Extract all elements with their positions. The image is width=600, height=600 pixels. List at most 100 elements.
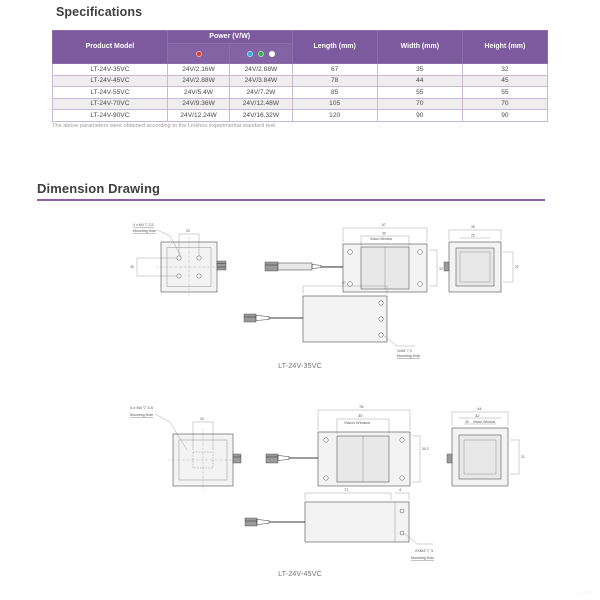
column-header-product-model: Product Model	[52, 30, 168, 64]
cell-width: 55	[376, 86, 463, 99]
column-header-height: Height (mm)	[461, 30, 549, 64]
front-view-35vc: 4 x M4 ▽ 3.5 Mounting Hole 25 35	[130, 223, 227, 297]
cell-width: 44	[376, 74, 463, 88]
column-header-led-tricolor	[229, 43, 293, 64]
end-view-45vc: 44 32 30 Vision Window 31	[446, 406, 525, 487]
watermark: LINK	[576, 591, 594, 597]
dim-side-length-45vc: 78	[359, 404, 364, 409]
dimension-drawing-45vc: 4 x M4 ▽ 3.5 Mounting Hole 25	[37, 392, 545, 588]
page-title-dimension-drawing: Dimension Drawing	[37, 181, 161, 196]
led-dot-blue	[246, 50, 253, 57]
side-view-35vc: 67 30 Vision Window 32	[342, 223, 443, 293]
section-divider	[37, 199, 545, 201]
cell-model: LT-24V-35VC	[52, 63, 168, 76]
cell-length: 120	[291, 109, 378, 122]
dim-side-length-35vc: 67	[382, 223, 386, 227]
label-mounting-spec-45vc: 4 x M4 ▽ 3.5	[130, 405, 154, 410]
dim-end-width-35vc: 35	[471, 225, 475, 229]
table-header-row-1: Product Model Power (V/W) Length (mm) Wi…	[52, 30, 549, 64]
label-mounting-hole-35vc: Mounting Hole	[133, 229, 156, 233]
front-view-45vc: 4 x M4 ▽ 3.5 Mounting Hole 25	[130, 405, 242, 491]
cell-height: 45	[461, 74, 549, 88]
cell-power-b: 24V/7.2W	[229, 86, 293, 99]
cell-height: 90	[461, 109, 549, 122]
end-view-35vc: 35 25 32	[443, 225, 519, 293]
cell-power-b: 24V/3.84W	[229, 74, 293, 88]
table-header-row-2	[53, 43, 548, 64]
dim-end-height-35vc: 32	[515, 265, 519, 269]
label-vision-window-35vc: Vision Window	[370, 237, 393, 241]
column-header-width: Width (mm)	[376, 30, 463, 64]
page-title-specifications: Specifications	[56, 5, 143, 19]
cell-width: 90	[376, 109, 463, 122]
cell-power-a: 24V/2.16W	[166, 63, 231, 76]
cell-power-a: 24V/5.4W	[166, 86, 231, 99]
cell-power-b: 24V/2.88W	[229, 63, 293, 76]
label-vision-window-45vc: Vision Window	[344, 420, 370, 425]
label-mounting-spec-35vc: 4 x M4 ▽ 3.5	[133, 223, 154, 227]
label-bottom-hole-35vc: Mounting Hole	[397, 354, 420, 358]
dim-front-width-35vc: 35	[130, 265, 134, 269]
led-dot-red	[195, 50, 202, 57]
cell-model: LT-24V-70VC	[52, 97, 168, 111]
drawing-svg-35vc: 4 x M4 ▽ 3.5 Mounting Hole 25 35	[130, 223, 519, 358]
cell-model: LT-24V-55VC	[52, 86, 168, 99]
cell-length: 105	[291, 97, 378, 111]
drawing-svg-45vc: 4 x M4 ▽ 3.5 Mounting Hole 25	[130, 404, 525, 560]
dim-side-height-35vc: 32	[439, 267, 443, 271]
cable-assembly-35vc	[264, 261, 343, 272]
dim-vision-window-35vc: 30	[382, 232, 386, 236]
cell-power-a: 24V/12.24W	[166, 109, 231, 122]
dim-side-height-45vc: 30.2	[422, 447, 429, 451]
label-bottom-hole-spec-35vc: 2xM3 ▽ 3	[397, 349, 412, 353]
cell-model: LT-24V-90VC	[52, 109, 168, 122]
drawing-caption-35vc: LT-24V-35VC	[278, 363, 322, 370]
cell-width: 35	[376, 63, 463, 76]
dim-front-inner-45vc: 25	[200, 417, 204, 421]
specifications-table: Product Model Power (V/W) Length (mm) Wi…	[52, 30, 549, 122]
led-dot-white	[268, 50, 275, 57]
dim-bottom-length-35vc: 67	[342, 281, 346, 285]
led-dot-green	[257, 50, 264, 57]
cell-length: 78	[291, 74, 378, 88]
dim-end-height-45vc: 31	[521, 455, 525, 459]
cell-model: LT-24V-45VC	[52, 74, 168, 88]
cell-height: 70	[461, 97, 549, 111]
dim-bottom-step-45vc: 4	[399, 487, 402, 492]
column-header-led-single	[166, 43, 231, 64]
bottom-view-45vc: 71 4 2XM3 ▽ 3 Mounting Hole	[244, 487, 434, 560]
label-mounting-hole-45vc: Mounting Hole	[130, 413, 153, 417]
column-header-length: Length (mm)	[291, 30, 378, 64]
specifications-footnote: The above parameters were obtained accor…	[52, 123, 277, 129]
dim-vision-window-45vc: 30	[358, 413, 363, 418]
single-red-led-group	[168, 50, 229, 57]
table-header: Product Model Power (V/W) Length (mm) Wi…	[52, 30, 549, 64]
cell-height: 32	[461, 63, 549, 76]
label-bottom-hole-spec-45vc: 2XM3 ▽ 3	[415, 548, 434, 553]
bottom-view-35vc: 67 2xM3 ▽ 3 Mounting Hole	[243, 281, 420, 358]
cell-length: 85	[291, 86, 378, 99]
cell-power-a: 24V/2.88W	[166, 74, 231, 88]
cell-height: 55	[461, 86, 549, 99]
mounting-holes-35vc	[176, 255, 202, 279]
cable-assembly-45vc	[265, 453, 318, 464]
cell-length: 67	[291, 63, 378, 76]
label-bottom-hole-45vc: Mounting Hole	[411, 556, 434, 560]
label-end-window-45vc: Vision Window	[473, 420, 496, 424]
side-view-45vc: 78 30 Vision Window 30.2	[317, 404, 429, 487]
column-header-power: Power (V/W)	[166, 30, 293, 44]
cell-power-a: 24V/9.36W	[166, 97, 231, 111]
cell-power-b: 24V/12.48W	[229, 97, 293, 111]
dim-end-inner-35vc: 25	[471, 234, 475, 238]
cell-width: 70	[376, 97, 463, 111]
tri-color-led-group	[230, 50, 291, 57]
dimension-drawing-35vc: 4 x M4 ▽ 3.5 Mounting Hole 25 35	[37, 206, 545, 378]
cell-power-b: 24V/16.32W	[229, 109, 293, 122]
dim-bottom-length-45vc: 71	[344, 487, 349, 492]
